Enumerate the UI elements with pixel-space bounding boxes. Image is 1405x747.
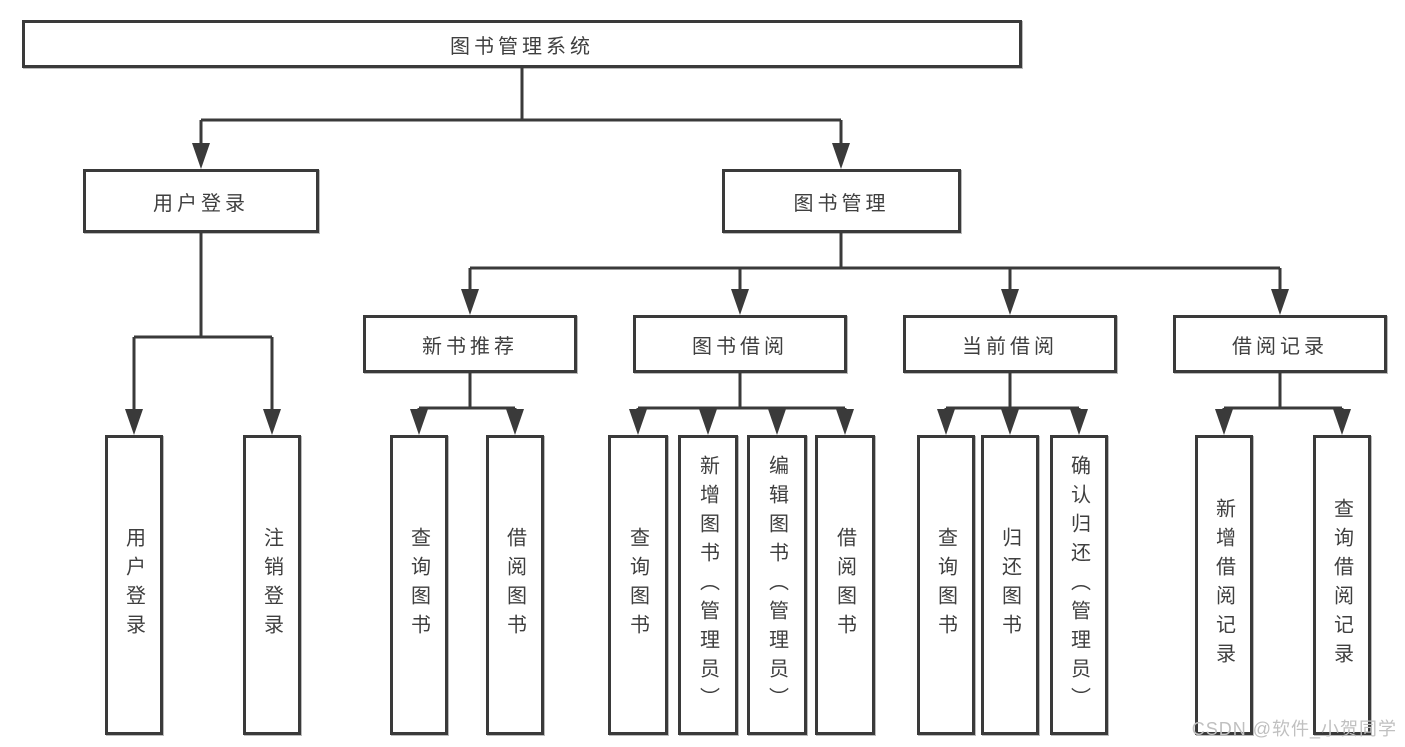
node-user-login-branch: 用户登录: [83, 169, 319, 233]
leaf-user-login: 用户登录: [105, 435, 163, 735]
leaf-borrow-books-recommend: 借阅图书: [486, 435, 544, 735]
arrowheads: [125, 143, 1351, 435]
leaf-edit-books-admin: 编辑图书（管理员）: [747, 435, 807, 735]
leaf-query-books-borrow: 查询图书: [608, 435, 668, 735]
leaf-add-books-admin: 新增图书（管理员）: [678, 435, 738, 735]
leaf-query-borrow-record: 查询借阅记录: [1313, 435, 1371, 735]
leaf-query-books-current: 查询图书: [917, 435, 975, 735]
leaf-add-borrow-record: 新增借阅记录: [1195, 435, 1253, 735]
leaf-logout: 注销登录: [243, 435, 301, 735]
node-new-book-recommend: 新书推荐: [363, 315, 577, 373]
leaf-return-books: 归还图书: [981, 435, 1039, 735]
leaf-borrow-books: 借阅图书: [815, 435, 875, 735]
leaf-confirm-return-admin: 确认归还（管理员）: [1050, 435, 1108, 735]
node-book-management-branch: 图书管理: [722, 169, 961, 233]
node-current-borrow: 当前借阅: [903, 315, 1117, 373]
node-book-borrow: 图书借阅: [633, 315, 847, 373]
leaf-query-books-recommend: 查询图书: [390, 435, 448, 735]
node-root: 图书管理系统: [22, 20, 1022, 68]
node-borrow-records: 借阅记录: [1173, 315, 1387, 373]
